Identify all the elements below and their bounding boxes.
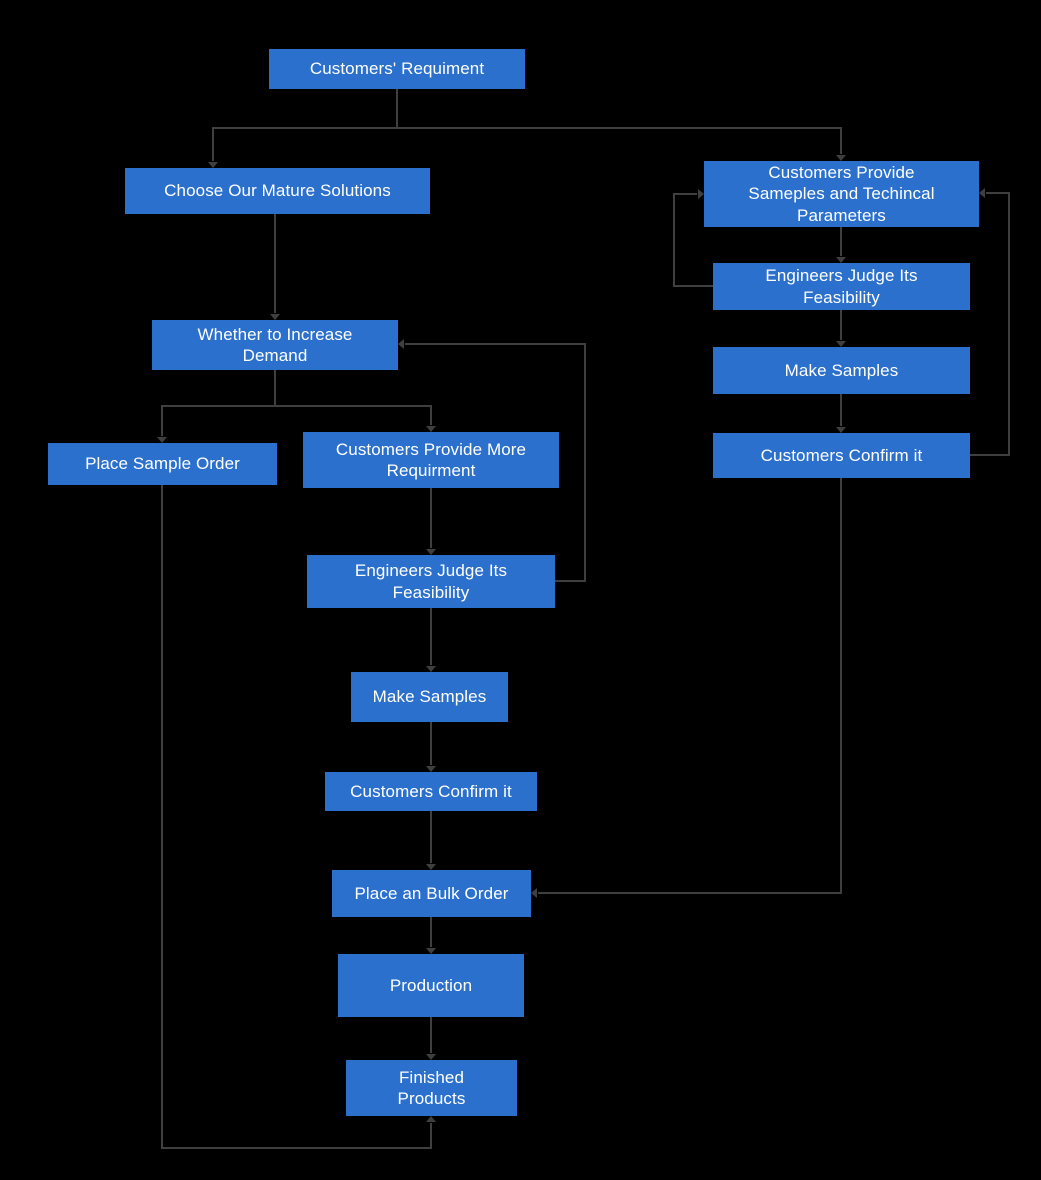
node-label: Engineers Judge Its Feasibility <box>354 561 508 602</box>
node-customers-confirm-left[interactable]: Customers Confirm it <box>325 772 537 811</box>
node-place-sample-order[interactable]: Place Sample Order <box>48 443 277 485</box>
node-customers-provide-more[interactable]: Customers Provide More Requirment <box>303 432 559 488</box>
edge-confirm-back-to-samples <box>970 188 1010 456</box>
node-label: Make Samples <box>784 360 899 380</box>
node-customers-requiment[interactable]: Customers' Requiment <box>269 49 525 89</box>
edge-production-to-finished <box>426 1017 436 1060</box>
node-label: Engineers Judge Its Feasibility <box>765 266 918 307</box>
edge-confirm-to-bulk-left <box>426 811 436 870</box>
node-label: Production <box>389 975 473 995</box>
node-label: Place Sample Order <box>85 454 240 474</box>
node-production[interactable]: Production <box>338 954 524 1017</box>
edge-whether-to-more-req <box>275 405 436 432</box>
node-label: Whether to Increase Demand <box>197 324 353 365</box>
node-label: Customers Provide Sameples and Techincal… <box>748 163 935 225</box>
node-label: Make Samples <box>372 687 487 707</box>
node-label: Customers Confirm it <box>760 445 923 465</box>
edge-requiment-to-samples <box>397 127 846 161</box>
node-make-samples-left[interactable]: Make Samples <box>351 672 508 722</box>
node-customers-provide-samples[interactable]: Customers Provide Sameples and Techincal… <box>704 161 979 227</box>
node-engineers-judge-right[interactable]: Engineers Judge Its Feasibility <box>713 263 970 310</box>
node-label: Finished Products <box>397 1067 466 1108</box>
edge-make-to-confirm-right <box>836 394 846 433</box>
edge-samples-to-engineers <box>836 227 846 263</box>
edge-mature-to-whether <box>270 214 280 320</box>
node-label: Choose Our Mature Solutions <box>164 181 391 201</box>
node-finished-products[interactable]: Finished Products <box>346 1060 517 1116</box>
node-whether-increase-demand[interactable]: Whether to Increase Demand <box>152 320 398 370</box>
edge-engineers-to-make <box>836 310 846 347</box>
edge-more-req-to-engineers <box>426 488 436 555</box>
edge-make-to-confirm-left <box>426 722 436 772</box>
node-customers-confirm-right[interactable]: Customers Confirm it <box>713 433 970 478</box>
node-label: Customers Confirm it <box>350 781 512 801</box>
node-engineers-judge-left[interactable]: Engineers Judge Its Feasibility <box>307 555 555 608</box>
edge-whether-to-sample-order <box>157 370 276 443</box>
edge-confirm-right-to-bulk <box>531 478 842 898</box>
node-label: Customers Provide More Requirment <box>335 439 527 480</box>
edge-requiment-to-split <box>208 89 398 168</box>
node-place-bulk-order[interactable]: Place an Bulk Order <box>332 870 531 917</box>
node-make-samples-right[interactable]: Make Samples <box>713 347 970 394</box>
edge-engineers-to-make-left <box>426 608 436 672</box>
node-choose-mature-solutions[interactable]: Choose Our Mature Solutions <box>125 168 430 214</box>
edge-bulk-to-production <box>426 917 436 954</box>
node-label: Place an Bulk Order <box>354 883 509 903</box>
node-label: Customers' Requiment <box>309 59 485 79</box>
